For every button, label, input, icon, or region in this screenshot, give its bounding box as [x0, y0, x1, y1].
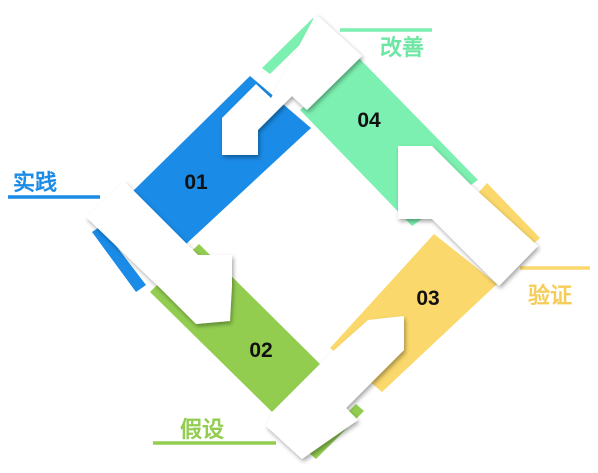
stage-04-label: 改善 [380, 35, 424, 61]
stage-01-under-strip [92, 226, 146, 292]
stage-04-number: 04 [357, 109, 381, 132]
stage-03-right-strip [478, 183, 540, 246]
stage-01-label: 实践 [13, 170, 57, 196]
stage-01-number: 01 [184, 171, 208, 194]
stage-02-number: 02 [249, 339, 272, 362]
stage-03-number: 03 [416, 287, 439, 310]
white-arrow-panel-bottom [266, 316, 404, 459]
white-arrow-panel-right [398, 146, 538, 286]
white-arrow-panel-top [222, 14, 362, 155]
white-arrow-panel-left [86, 181, 232, 324]
stage-03-label: 验证 [528, 283, 572, 309]
stage-04-top-strip [262, 18, 320, 74]
stage-02-label: 假设 [180, 418, 224, 443]
